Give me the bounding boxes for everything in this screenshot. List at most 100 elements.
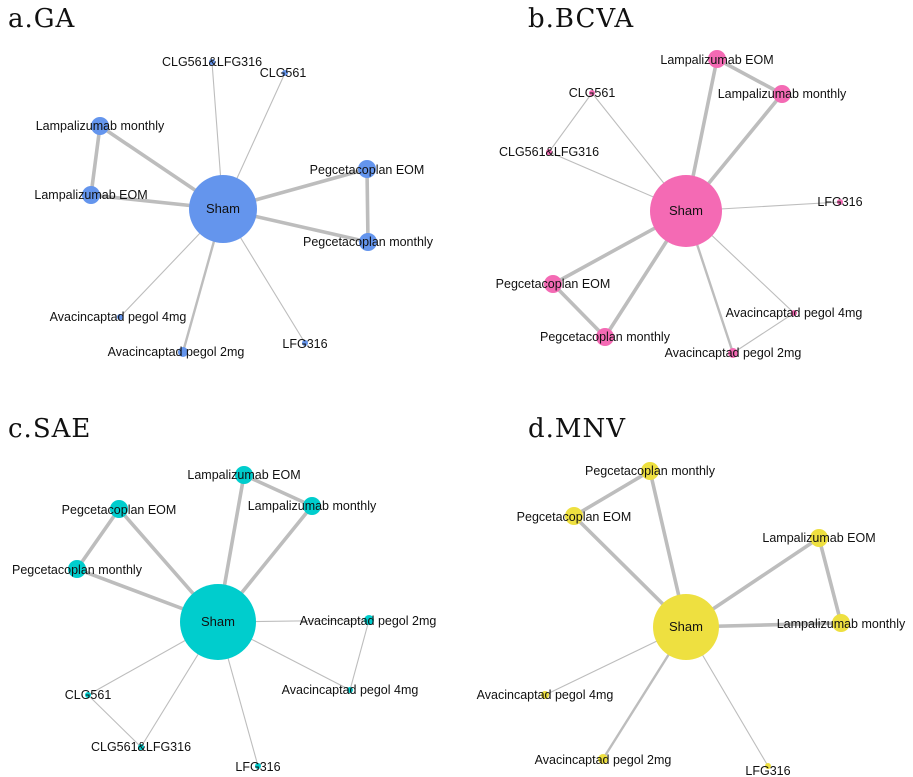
node-bcva-peg_e	[544, 275, 562, 293]
node-mnv-lamp_e	[810, 529, 828, 547]
node-label-mnv-lfg: LFG316	[745, 764, 790, 777]
edge-bcva-lamp_e-lamp_m	[715, 57, 784, 96]
edge-sae-lamp_e-lamp_m	[242, 473, 314, 508]
node-label-sae-ava4: Avacincaptad pegol 4mg	[282, 683, 419, 697]
node-label-ga-lamp_e: Lampalizumab EOM	[34, 188, 147, 202]
node-bcva-lamp_e	[708, 50, 726, 68]
node-label-bcva-clg: CLG561	[569, 86, 616, 100]
panel-ga: a.GA Sham CLG561&LFG316CLG561Lampalizumab…	[8, 4, 434, 359]
edge-bcva-clg-clg_lfg	[548, 92, 593, 153]
node-label-mnv-lamp_m: Lampalizumab monthly	[777, 617, 906, 631]
edge-bcva-peg_e-peg_m	[551, 282, 607, 339]
node-label-ga-ava4: Avacincaptad pegol 4mg	[50, 310, 187, 324]
node-label-bcva-sham: Sham	[669, 203, 703, 218]
node-mnv-peg_m	[641, 462, 659, 480]
node-label-ga-lamp_m: Lampalizumab monthly	[36, 119, 165, 133]
node-label-ga-clg_lfg: CLG561&LFG316	[162, 55, 262, 69]
node-mnv-peg_e	[565, 507, 583, 525]
node-sae-clg	[85, 692, 91, 698]
node-label-sae-peg_m: Pegcetacoplan monthly	[12, 563, 143, 577]
node-sae-lamp_e	[235, 466, 253, 484]
node-ga-ava4	[117, 314, 123, 320]
node-ga-clg_lfg	[209, 59, 215, 65]
node-ga-lamp_m	[91, 117, 109, 135]
panel-title-bcva: b.BCVA	[528, 4, 634, 34]
panel-title-mnv: d.MNV	[528, 414, 626, 444]
node-mnv-lfg	[765, 763, 771, 769]
node-sae-peg_m	[68, 560, 86, 578]
node-label-sae-peg_e: Pegcetacoplan EOM	[62, 503, 177, 517]
edge-mnv-lamp_e-lamp_m	[817, 536, 843, 625]
node-label-mnv-sham: Sham	[669, 619, 703, 634]
panel-bcva: b.BCVA Sham Lampalizumab EOM Lampalizumab …	[496, 4, 863, 360]
node-label-sae-lamp_m: Lampalizumab monthly	[248, 499, 377, 513]
node-label-bcva-peg_m: Pegcetacoplan monthly	[540, 330, 671, 344]
nodes-sae: Sham Lampalizumab EOM Lampalizumab monthly…	[12, 466, 436, 774]
node-mnv-ava2	[598, 754, 608, 764]
node-label-ga-peg_e: Pegcetacoplan EOM	[310, 163, 425, 177]
edge-sae-clg-clg_lfg	[87, 694, 142, 748]
edge-ga-peg_e-peg_m	[365, 167, 370, 244]
node-bcva-lfg	[837, 199, 843, 205]
node-label-ga-ava2: Avacincaptad pegol 2mg	[108, 345, 245, 359]
panel-sae: c.SAE Sham Lampalizumab EOM Lampalizumab m…	[8, 414, 436, 774]
node-sae-lfg	[255, 763, 261, 769]
node-label-bcva-lamp_e: Lampalizumab EOM	[660, 53, 773, 67]
node-bcva-sham	[650, 175, 722, 247]
node-label-bcva-clg_lfg: CLG561&LFG316	[499, 145, 599, 159]
node-label-ga-lfg: LFG316	[282, 337, 327, 351]
edge-sae-ava2-ava4	[349, 619, 370, 691]
node-sae-lamp_m	[303, 497, 321, 515]
node-mnv-lamp_m	[832, 614, 850, 632]
panel-title-sae: c.SAE	[8, 414, 91, 444]
node-ga-ava2	[178, 347, 188, 357]
node-sae-clg_lfg	[138, 744, 144, 750]
node-label-bcva-lfg: LFG316	[817, 195, 862, 209]
node-label-mnv-peg_e: Pegcetacoplan EOM	[517, 510, 632, 524]
panel-title-ga: a.GA	[8, 4, 76, 34]
node-ga-lamp_e	[82, 186, 100, 204]
node-label-bcva-ava4: Avacincaptad pegol 4mg	[726, 306, 863, 320]
node-label-sae-clg: CLG561	[65, 688, 112, 702]
node-label-ga-sham: Sham	[206, 201, 240, 216]
node-sae-ava2	[364, 615, 374, 625]
node-label-bcva-peg_e: Pegcetacoplan EOM	[496, 277, 611, 291]
node-label-ga-clg: CLG561	[260, 66, 307, 80]
node-label-ga-peg_m: Pegcetacoplan monthly	[303, 235, 434, 249]
node-label-sae-lamp_e: Lampalizumab EOM	[187, 468, 300, 482]
node-ga-peg_m	[359, 233, 377, 251]
nodes-bcva: Sham Lampalizumab EOM Lampalizumab monthly…	[496, 50, 863, 360]
node-ga-clg	[282, 70, 288, 76]
node-ga-lfg	[302, 340, 308, 346]
node-label-sae-lfg: LFG316	[235, 760, 280, 774]
node-sae-ava4	[347, 687, 353, 693]
node-bcva-clg	[589, 90, 595, 96]
node-label-sae-sham: Sham	[201, 614, 235, 629]
node-label-mnv-lamp_e: Lampalizumab EOM	[762, 531, 875, 545]
node-mnv-sham	[653, 594, 719, 660]
node-bcva-ava4	[791, 310, 797, 316]
node-bcva-clg_lfg	[546, 149, 552, 155]
node-sae-sham	[180, 584, 256, 660]
node-label-bcva-lamp_m: Lampalizumab monthly	[718, 87, 847, 101]
node-label-sae-clg_lfg: CLG561&LFG316	[91, 740, 191, 754]
node-ga-peg_e	[358, 160, 376, 178]
edge-ga-lamp_m-lamp_e	[89, 124, 102, 197]
node-bcva-ava2	[728, 348, 738, 358]
node-label-bcva-ava2: Avacincaptad pegol 2mg	[665, 346, 802, 360]
node-label-mnv-ava2: Avacincaptad pegol 2mg	[535, 753, 672, 767]
node-label-mnv-ava4: Avacincaptad pegol 4mg	[477, 688, 614, 702]
node-sae-peg_e	[110, 500, 128, 518]
edge-sae-peg_e-peg_m	[75, 507, 121, 571]
node-mnv-ava4	[541, 691, 549, 699]
edge-mnv-peg_e-peg_m	[572, 469, 652, 518]
node-bcva-lamp_m	[773, 85, 791, 103]
node-ga-sham	[189, 175, 257, 243]
panel-mnv: d.MNV Sham Pegcetacoplan monthlyPegcetaco…	[477, 414, 906, 777]
node-bcva-peg_m	[596, 328, 614, 346]
node-label-mnv-peg_m: Pegcetacoplan monthly	[585, 464, 716, 478]
node-label-sae-ava2: Avacincaptad pegol 2mg	[300, 614, 437, 628]
